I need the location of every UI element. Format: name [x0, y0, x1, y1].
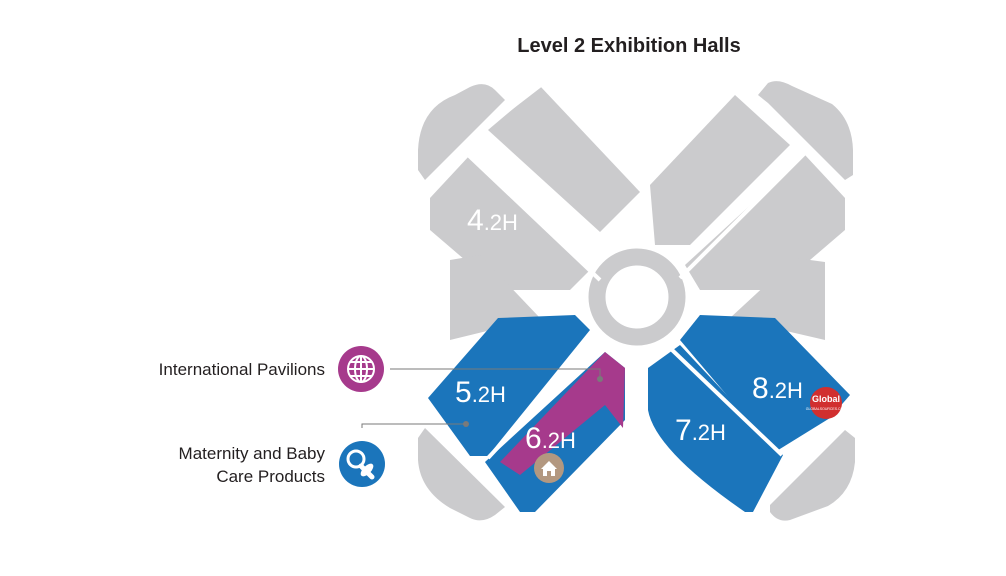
- active-hall-dividers: [486, 336, 784, 460]
- page-title: Level 2 Exhibition Halls: [517, 35, 740, 57]
- hall-dividers: [463, 82, 810, 282]
- hall-top-right-lower: [685, 155, 845, 290]
- leader-endpoints: [463, 376, 603, 427]
- hall-corner-bottom-right: [770, 430, 855, 521]
- legend-leader-lines: [361, 368, 601, 428]
- legend-international-label: International Pavilions: [159, 360, 325, 379]
- hall-top-right-upper: [650, 95, 790, 245]
- hall-4-2h[interactable]: [430, 155, 590, 290]
- legend-international-pavilions[interactable]: International Pavilions: [159, 346, 384, 392]
- hall-corner-top-right: [758, 81, 853, 180]
- hall-7-label: 7.2H: [675, 414, 726, 447]
- hall-8-label: 8.2H: [752, 372, 803, 405]
- hall-labels: 4.2H 5.2H 6.2H 7.2H 8.2H: [455, 204, 803, 455]
- pacifier-icon: [339, 441, 385, 487]
- hall-8-2h[interactable]: [680, 315, 850, 452]
- legend-maternity-label-line2: Care Products: [216, 467, 325, 486]
- globe-icon: [338, 346, 384, 392]
- hall-corner-bottom-left: [418, 428, 505, 521]
- hall-6-label: 6.2H: [525, 422, 576, 455]
- hall-5-label: 5.2H: [455, 376, 506, 409]
- hall-4-label: 4.2H: [467, 204, 518, 237]
- inactive-halls: [418, 81, 855, 521]
- global-sources-logo: Global GLOBALSOURCES.COM: [806, 387, 847, 419]
- international-pavilion-zone[interactable]: [500, 352, 625, 475]
- central-atrium-ring: [588, 248, 686, 346]
- svg-text:Global: Global: [812, 394, 840, 404]
- legend-maternity-baby-care[interactable]: Maternity and Baby Care Products: [179, 441, 385, 487]
- hall-7-2h[interactable]: [648, 345, 783, 512]
- legend-maternity-label-line1: Maternity and Baby: [179, 444, 326, 463]
- hall-corner-top-left: [418, 84, 505, 180]
- hall-5-2h[interactable]: [428, 315, 590, 456]
- svg-text:GLOBALSOURCES.COM: GLOBALSOURCES.COM: [806, 407, 847, 411]
- hall-top-left-upper: [488, 86, 640, 232]
- home-icon[interactable]: [534, 453, 564, 483]
